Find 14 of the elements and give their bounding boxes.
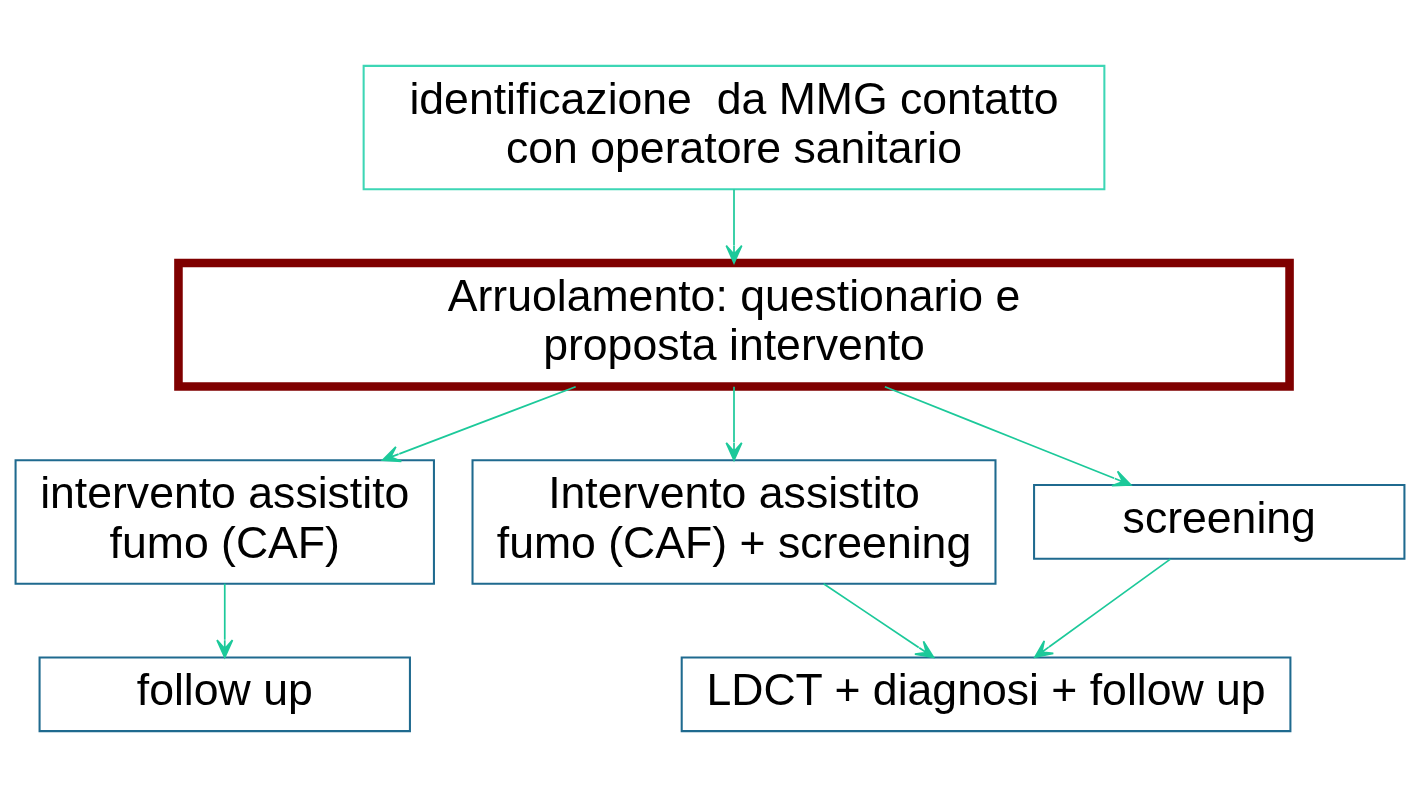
arrow xyxy=(884,385,1132,487)
node-box: LDCT + diagnosi + follow up xyxy=(680,656,1292,733)
arrow xyxy=(1034,558,1172,659)
node-box: Intervento assistito fumo (CAF) + screening xyxy=(471,459,997,585)
arrow xyxy=(216,582,234,659)
arrow xyxy=(381,385,577,463)
node-box: screening xyxy=(1033,484,1406,560)
arrow xyxy=(725,385,743,461)
node-box: follow up xyxy=(38,656,411,733)
arrow xyxy=(822,582,935,659)
node-box: intervento assistito fumo (CAF) xyxy=(14,459,435,585)
node-box: Arruolamento: questionario e proposta intervento xyxy=(174,258,1294,391)
node-box: identificazione da MMG contatto con operatore sanitario xyxy=(362,64,1106,191)
arrow xyxy=(725,188,743,264)
